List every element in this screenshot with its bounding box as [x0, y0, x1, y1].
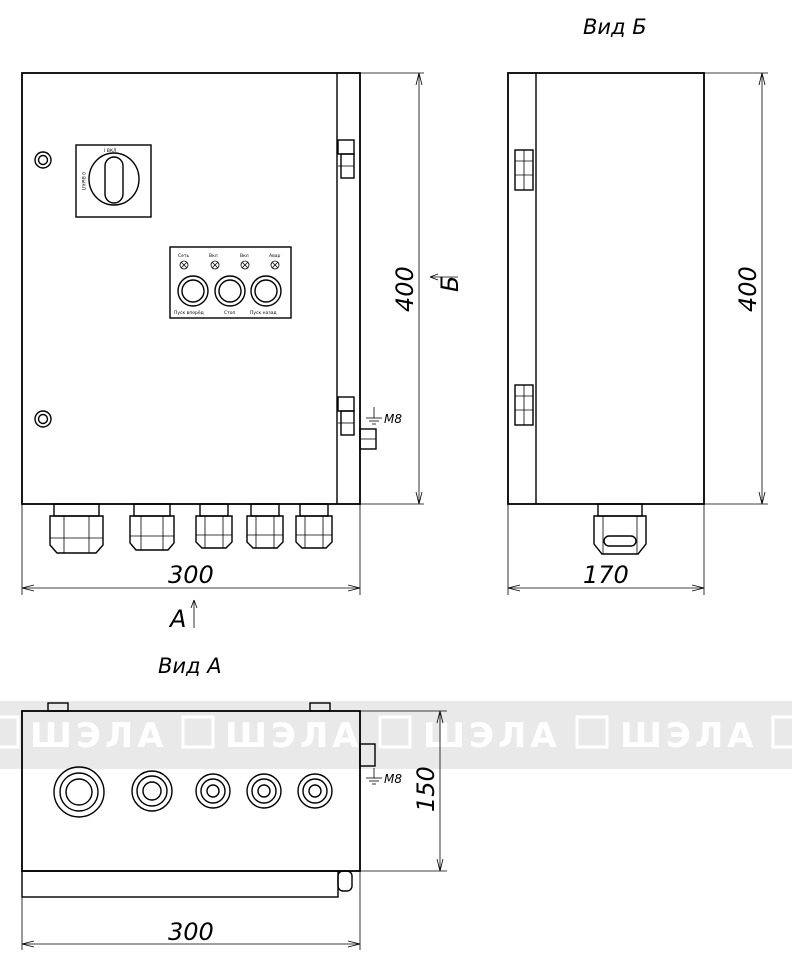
- watermark-text-2: ШЭЛА: [225, 716, 363, 756]
- pilot-lamp-icon: [179, 260, 280, 270]
- cable-gland-small-3: [295, 503, 333, 549]
- dim-front-width-label: 300: [168, 561, 214, 589]
- bottom-hinge-tab: [47, 702, 353, 892]
- dim-front-width: [21, 504, 361, 595]
- lamp-label-3: Авар: [269, 253, 280, 259]
- side-enclosure-outline: [507, 72, 705, 505]
- side-view: Вид Б 170: [507, 15, 768, 595]
- lock-icon-top: [34, 151, 52, 169]
- ground-icon: [366, 407, 382, 425]
- view-b-title: Вид Б: [583, 15, 647, 39]
- section-arrow-b: [429, 273, 458, 281]
- watermark-text-4: ШЭЛА: [620, 716, 758, 756]
- cable-gland-small-2: [246, 503, 284, 549]
- dim-bottom-width: [21, 871, 361, 950]
- dim-side-width-label: 170: [583, 561, 629, 589]
- front-enclosure-outline: [21, 72, 361, 505]
- lamp-label-0: Сеть: [178, 253, 190, 259]
- front-hinge-top: [337, 139, 355, 179]
- cable-gland-small-1: [195, 503, 233, 549]
- lock-icon-bottom: [34, 410, 52, 428]
- ground-icon-bottom: [366, 768, 382, 785]
- dim-bottom-width-label: 300: [168, 918, 214, 946]
- cable-gland-medium: [129, 503, 175, 551]
- front-ground-stud: [359, 428, 377, 450]
- switch-on-label: I ВКЛ: [104, 148, 116, 154]
- side-hinge-top: [514, 149, 534, 191]
- watermark-band: [0, 701, 792, 769]
- bottom-door-outline: [21, 870, 339, 898]
- bottom-view: Вид А ШЭЛА ШЭЛА ШЭЛА ШЭЛА: [0, 654, 792, 950]
- lamp-label-2: Вкл: [240, 253, 249, 259]
- watermark-logo-icon: [0, 715, 792, 749]
- dim-front-height-label: 400: [391, 266, 419, 312]
- control-panel: Сеть Вкл Вкл Авар Пуск вперёд Стоп Пуск …: [169, 246, 292, 319]
- push-button-icon: [177, 275, 282, 307]
- bottom-ground-stud: [359, 743, 376, 767]
- front-view: М8 I ВКЛ 0 ВЫКЛ Сеть: [21, 72, 464, 633]
- dim-bottom-depth-label: 150: [412, 766, 440, 812]
- side-hinge-bottom: [514, 384, 534, 426]
- side-cable-gland: [593, 503, 647, 555]
- ground-thread-label-bottom: М8: [384, 772, 402, 786]
- front-hinge-bottom: [337, 396, 355, 436]
- button-caption-0: Пуск вперёд: [174, 310, 204, 316]
- ground-thread-label: М8: [384, 412, 402, 426]
- dim-side-width: [507, 504, 705, 595]
- section-a-label: А: [168, 605, 186, 633]
- view-a-title: Вид А: [158, 654, 222, 678]
- watermark-text-1: ШЭЛА: [30, 716, 168, 756]
- dim-bottom-depth: [360, 710, 447, 872]
- watermark-text-3: ШЭЛА: [423, 716, 561, 756]
- gland-opening-icon: [53, 766, 333, 818]
- section-b-label: Б: [436, 276, 464, 292]
- dim-side-height-label: 400: [734, 266, 762, 312]
- button-caption-1: Стоп: [224, 310, 236, 316]
- dim-front-height: [360, 72, 424, 505]
- section-arrow-a: [190, 599, 198, 628]
- lamp-label-1: Вкл: [209, 253, 218, 259]
- dim-side-height: [704, 72, 768, 505]
- cable-gland-large: [49, 503, 104, 554]
- switch-off-label: 0 ВЫКЛ: [80, 172, 86, 190]
- button-caption-2: Пуск назад: [250, 310, 277, 316]
- main-switch: I ВКЛ 0 ВЫКЛ: [75, 144, 152, 218]
